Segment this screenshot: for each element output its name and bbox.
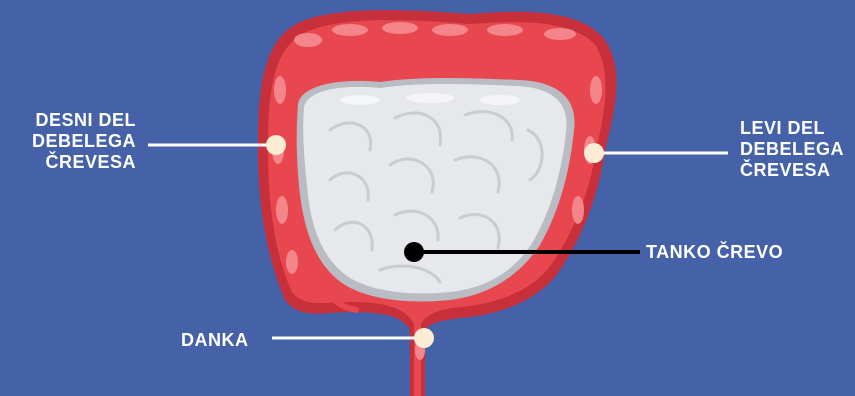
leader-dot-small-intestine	[404, 242, 424, 262]
label-left-colon: LEVI DEL DEBELEGA ČREVESA	[740, 118, 855, 181]
leader-dot-right-colon	[266, 135, 286, 155]
label-right-colon: DESNI DEL DEBELEGA ČREVESA	[18, 110, 136, 173]
leader-dot-left-colon	[584, 143, 604, 163]
label-rectum: DANKA	[181, 330, 249, 351]
label-small-intestine: TANKO ČREVO	[646, 242, 783, 263]
leader-dot-rectum	[414, 328, 434, 348]
